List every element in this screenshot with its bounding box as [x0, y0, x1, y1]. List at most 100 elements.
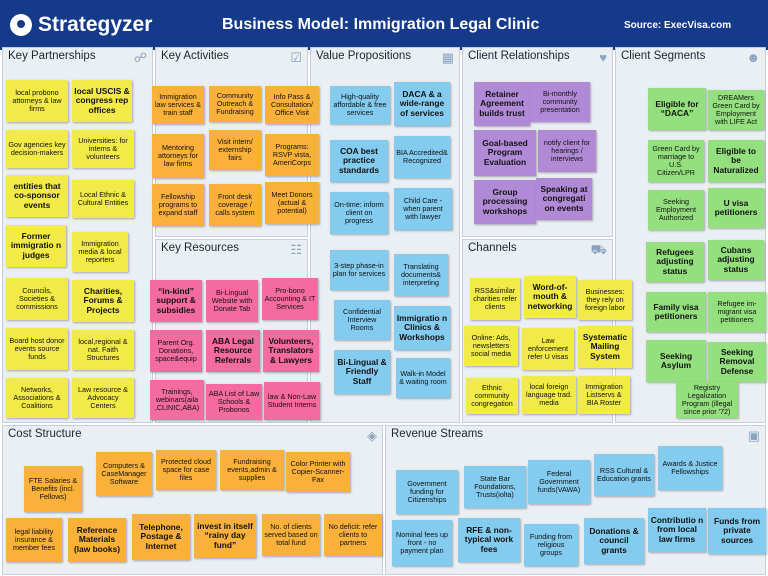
strategyzer-logo-icon — [10, 14, 32, 36]
sticky-note: Seeking Removal Defense — [708, 342, 766, 382]
sticky-note: Eligible for “DACA” — [648, 88, 706, 130]
sticky-note: Universities: for interns & volunteers — [72, 130, 134, 168]
sticky-note: Local Ethnic & Cultural Entities — [72, 180, 134, 218]
sticky-note: Community Outreach & Fundraising — [209, 86, 261, 122]
sticky-note: Child Care - when parent with lawyer — [394, 188, 452, 230]
sticky-note: Bi-Lingual Website with Donate Tab — [206, 280, 258, 322]
sticky-note: Telephone, Postage & Internet — [132, 514, 190, 560]
section-title: Key Partnerships — [8, 50, 96, 62]
sticky-note: notify client for hearings / interviews — [538, 130, 596, 172]
sticky-note: Speaking at congregati on events — [536, 178, 592, 220]
section-title: Cost Structure — [8, 428, 82, 440]
sticky-note: Immigratio n Clinics & Workshops — [394, 306, 450, 350]
sticky-note: “in-kind” support & subsidies — [150, 280, 202, 322]
sticky-note: ABA Legal Resource Referrals — [206, 330, 260, 372]
sticky-note: Systematic Mailing System — [578, 326, 632, 368]
sticky-note: Protected cloud space for case files — [156, 450, 216, 490]
sticky-note: Color Printer with Copier-Scanner-Fax — [286, 452, 350, 492]
sticky-note: ABA List of Law Schools & Probonos — [206, 384, 262, 420]
sticky-note: Computers & CaseManager Software — [96, 452, 152, 496]
sticky-note: Awards & Justice Fellowships — [658, 446, 722, 490]
sticky-note: Bi-monthly community presentation — [530, 82, 590, 122]
sticky-note: Ethnic community congregation — [466, 378, 518, 414]
sticky-note: U visa petitioners — [708, 188, 764, 228]
sticky-note: Parent Org. Donations, space&equip — [150, 330, 202, 372]
sticky-note: Trainings, webinars(aila ,CLINIC,ABA) — [150, 380, 204, 420]
sticky-note: On-time: inform client on progress — [330, 192, 388, 234]
sticky-note: Gov agencies key decision-makers — [6, 130, 68, 168]
sticky-note: Translating documents& interpreting — [394, 254, 448, 296]
sticky-note: State Bar Foundations, Trusts(iolta) — [464, 466, 526, 508]
section-title: Channels — [468, 242, 517, 254]
sticky-note: Front desk coverage / calls system — [209, 184, 261, 226]
sticky-note: Networks, Associations & Coalitions — [6, 378, 68, 418]
sticky-note: 3-step phase-in plan for services — [330, 250, 388, 290]
sticky-note: RSS Cultural & Education grants — [594, 454, 654, 496]
sticky-note: Councils, Societies & commissions — [6, 278, 68, 320]
sticky-note: Family visa petitioners — [646, 292, 706, 332]
sticky-note: RFE & non-typical work fees — [458, 518, 520, 562]
sticky-note: DACA & a wide-range of services — [394, 82, 450, 126]
sticky-note: Volunteers, Translators & Lawyers — [263, 330, 319, 372]
sticky-note: COA best practice standards — [330, 140, 388, 182]
tag-icon: ◈ — [367, 428, 377, 443]
sticky-note: Walk-in Model & waiting room — [396, 358, 450, 398]
sticky-note: Immigration law services & train staff — [152, 86, 204, 124]
sticky-note: High-quality affordable & free services — [330, 86, 390, 124]
sticky-note: entities that co-sponsor events — [6, 175, 68, 217]
sticky-note: Funding from religious groups — [524, 524, 578, 566]
gift-icon: ▦ — [441, 50, 454, 65]
sticky-note: Online: Ads, newsletters social media — [464, 326, 518, 366]
section-title: Client Relationships — [468, 50, 570, 62]
sticky-note: Government funding for Citizenships — [396, 470, 458, 514]
sticky-note: local,regional & nat. Faith Structures — [72, 330, 134, 370]
sticky-note: law & Non-Law Student Interns — [264, 382, 320, 420]
chain-link-icon: ☍ — [133, 50, 147, 65]
sticky-note: Donations & council grants — [584, 518, 644, 564]
truck-icon: ⛟ — [590, 242, 607, 257]
sticky-note: Meet Donors (actual & potential) — [265, 182, 319, 224]
sticky-note: Law resource & Advocacy Centers — [72, 378, 134, 418]
sticky-note: invest in itself “rainy day fund” — [194, 514, 256, 558]
sticky-note: Green Card by marriage to U.S. Citizen/L… — [648, 140, 704, 182]
sticky-note: Reference Materials (law books) — [68, 518, 126, 562]
people-icon: ☻ — [746, 50, 760, 65]
section-title: Value Propositions — [316, 50, 412, 62]
sticky-note: Word-of-mouth & networking — [524, 276, 576, 318]
sticky-note: Fundraising events,admin & supplies — [220, 450, 284, 490]
sticky-note: No deficit: refer clients to partners — [324, 514, 382, 556]
sticky-note: Law enforcement refer U visas — [522, 328, 574, 370]
sticky-note: Info Pass & Consultation/ Office Visit — [265, 86, 319, 124]
section-title: Client Segments — [621, 50, 706, 62]
sticky-note: Confidential Interview Rooms — [334, 300, 390, 340]
sticky-note: Seeking Employment Authorized — [648, 190, 704, 230]
section-title: Revenue Streams — [391, 428, 484, 440]
brand-name: Strategyzer — [38, 13, 153, 36]
sticky-note: Board host donor events source funds — [6, 328, 68, 370]
sticky-note: Eligible to be Naturalized — [708, 140, 764, 182]
section-title: Key Activities — [161, 50, 229, 62]
sticky-note: Retainer Agreement builds trust — [474, 82, 530, 126]
page-title: Business Model: Immigration Legal Clinic — [222, 16, 540, 33]
sticky-note: Contributio n from local law firms — [648, 508, 706, 552]
sticky-note: Registry Legalization Program (illegal s… — [676, 382, 738, 418]
sticky-note: Immigration Listservs & BIA Roster — [578, 376, 630, 414]
sticky-note: legal liability insurance & member fees — [6, 518, 62, 562]
sticky-note: Charities, Forums & Projects — [72, 280, 134, 322]
sticky-note: BIA Accredited& Recognized — [394, 136, 450, 178]
sticky-note: DREAMers Green Card by Employment with L… — [708, 90, 764, 130]
sticky-note: Visit intern/ externship fairs — [209, 130, 261, 170]
source-label: Source: ExecVisa.com — [624, 20, 732, 31]
heart-icon: ♥ — [599, 50, 607, 65]
sticky-note: FTE Salaries & Benefits (incl. Fellows) — [24, 466, 82, 512]
factory-icon: ☷ — [290, 242, 302, 257]
section-title: Key Resources — [161, 242, 239, 254]
header-bar: Strategyzer Business Model: Immigration … — [0, 0, 768, 50]
sticky-note: Goal-based Program Evaluation — [474, 130, 536, 176]
sticky-note: Businesses: they rely on foreign labor — [578, 280, 632, 320]
sticky-note: Funds from private sources — [708, 508, 766, 554]
sticky-note: Mentoring attorneys for law firms — [152, 134, 204, 178]
sticky-note: local USCIS & congress rep offices — [72, 80, 132, 122]
sticky-note: Immigration media & local reporters — [72, 232, 128, 272]
money-icon: ▣ — [747, 428, 760, 443]
